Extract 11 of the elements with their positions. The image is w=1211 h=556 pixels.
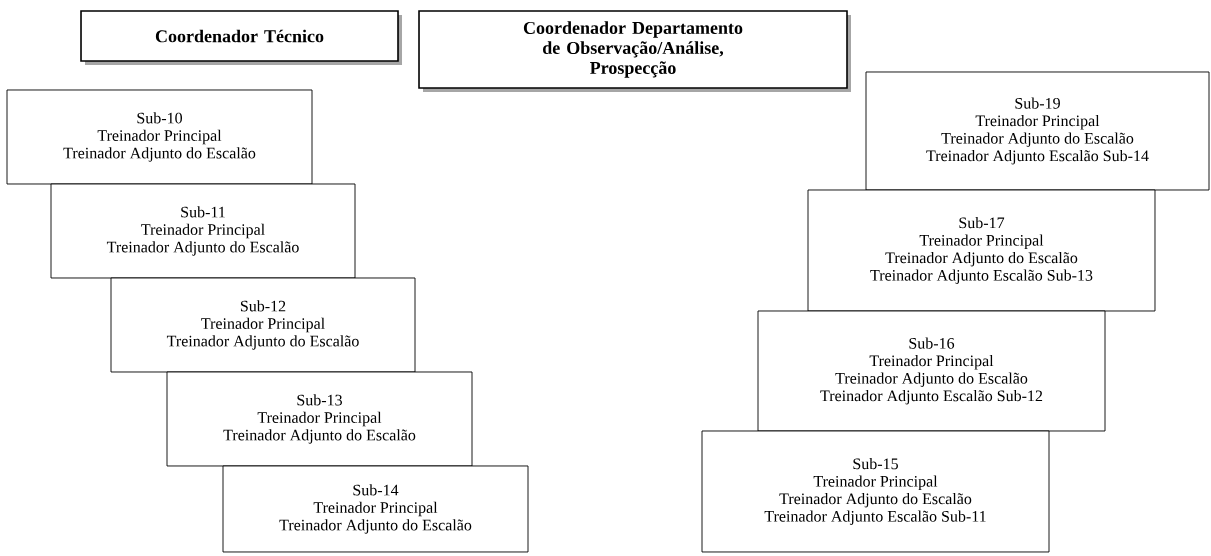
title-box: Coordenador Técnico <box>80 10 402 65</box>
team-box: Sub-15 Treinador Principal Treinador Adjunto do Escalão Treinador Adjunto Escalão Sub-11 <box>701 430 1050 553</box>
team-box: Sub-19 Treinador Principal Treinador Adjunto do Escalão Treinador Adjunto Escalão Sub-14 <box>865 71 1210 191</box>
team-box: Sub-12 Treinador Principal Treinador Adjunto do Escalão <box>110 277 416 373</box>
team-box: Sub-11 Treinador Principal Treinador Adjunto do Escalão <box>50 183 356 279</box>
team-box: Sub-17 Treinador Principal Treinador Adjunto do Escalão Treinador Adjunto Escalão Sub-13 <box>807 189 1156 312</box>
team-box: Sub-16 Treinador Principal Treinador Adjunto do Escalão Treinador Adjunto Escalão Sub-12 <box>757 310 1106 432</box>
team-box: Sub-10 Treinador Principal Treinador Adjunto do Escalão <box>6 89 313 185</box>
team-box: Sub-13 Treinador Principal Treinador Adjunto do Escalão <box>166 371 473 467</box>
team-box: Sub-14 Treinador Principal Treinador Adjunto do Escalão <box>222 465 529 553</box>
title-box: Coordenador Departamento de Observação/Análise, Prospecção <box>418 10 851 92</box>
